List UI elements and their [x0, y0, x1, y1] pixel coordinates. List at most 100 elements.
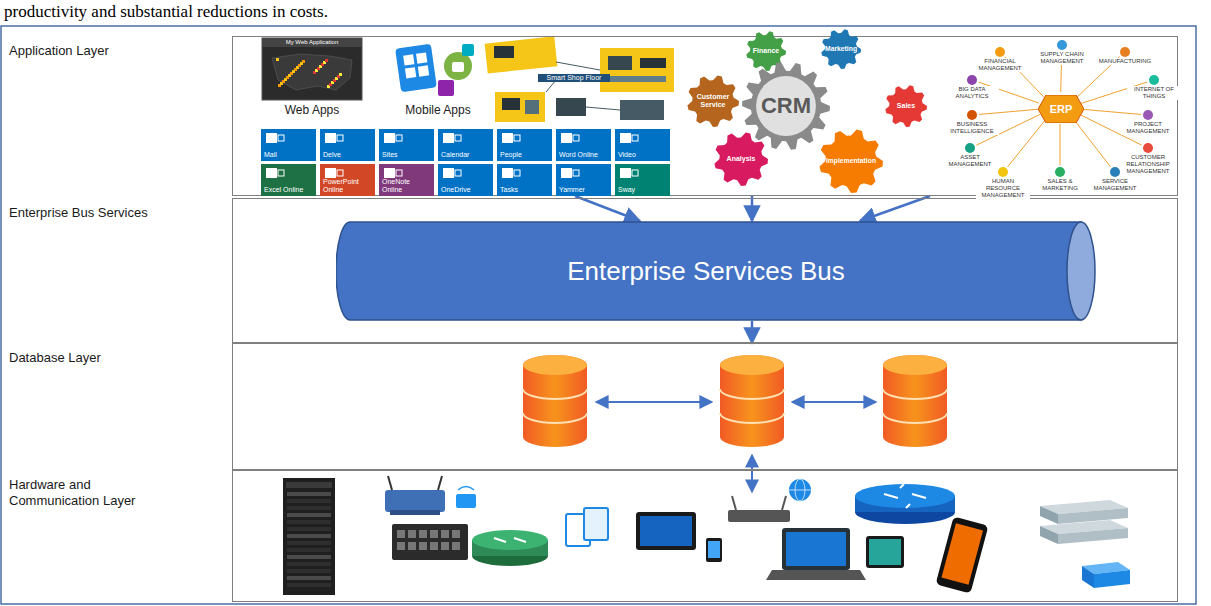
tile-icon: [619, 167, 639, 181]
flow-arrow: [751, 321, 754, 343]
flow-arrow: [751, 196, 754, 221]
erp-module-label: PROJECT MANAGEMENT: [1121, 121, 1175, 135]
tile-icon: [265, 167, 285, 181]
module-gear: Analysis: [714, 132, 768, 186]
tile-icon: [442, 167, 462, 181]
outer-frame: [1, 26, 1196, 604]
erp-module-label: CUSTOMER RELATIONSHIP MANAGEMENT: [1121, 154, 1175, 175]
wifi-card: [456, 487, 476, 509]
erp-module-label: ASSET MANAGEMENT: [943, 154, 997, 168]
layer-heading: Database Layer: [9, 350, 159, 366]
gear-label: Marketing: [825, 45, 857, 53]
tile-label: Sites: [382, 151, 432, 159]
tile-icon: [324, 132, 344, 146]
illustration-caption: My Web Application: [264, 39, 360, 46]
tile-icon: [619, 132, 639, 146]
tablet-and-phone: [866, 517, 988, 594]
module-gear: Sales: [885, 85, 927, 127]
gear-label: Analysis: [719, 155, 762, 163]
flow-arrow: [575, 196, 640, 221]
illustration-caption: Web Apps: [262, 103, 362, 117]
cut-off-text: productivity and substantial reductions …: [4, 2, 524, 22]
gear-label: Implementation: [825, 157, 876, 165]
erp-module-label: HUMAN RESOURCE MANAGEMENT: [976, 178, 1030, 199]
green-router: [472, 530, 548, 566]
office-app-tile: Tasks: [497, 164, 552, 196]
erp-module-label: MANUFACTURING: [1099, 58, 1151, 65]
office-app-tile: Sites: [379, 129, 434, 161]
smart-shop-floor-illustration: [485, 36, 674, 122]
office-app-tile: Video: [615, 129, 670, 161]
module-gear: Marketing: [821, 29, 861, 69]
gear-label: Sales: [889, 102, 923, 110]
illustration-caption: Mobile Apps: [388, 103, 488, 117]
layer-heading: Hardware and Communication Layer: [9, 477, 159, 509]
office-app-tile: Delve: [320, 129, 375, 161]
tile-icon: [501, 167, 521, 181]
laptop: [766, 528, 866, 580]
tile-icon: [560, 167, 580, 181]
gear-label: Finance: [750, 47, 782, 55]
switch-stack: [1040, 500, 1130, 588]
tile-icon: [442, 132, 462, 146]
crm-label: CRM: [757, 94, 814, 118]
erp-hub: ERP: [1038, 95, 1084, 123]
office-app-tile: Calendar: [438, 129, 493, 161]
erp-module-label: SERVICE MANAGEMENT: [1088, 178, 1142, 192]
office-app-tile: Sway: [615, 164, 670, 196]
layer-band: Hardware and Communication Layer: [232, 470, 1178, 602]
tile-icon: [265, 132, 285, 146]
erp-module-label: SALES & MARKETING: [1033, 178, 1087, 192]
erp-module-label: FINANCIAL MANAGEMENT: [973, 58, 1027, 72]
office-app-tile: People: [497, 129, 552, 161]
tile-label: People: [500, 151, 550, 159]
server-rack: [283, 478, 335, 595]
layer-heading: Application Layer: [9, 43, 159, 59]
erp-module-label: SUPPLY CHAIN MANAGEMENT: [1035, 51, 1089, 65]
mobile-apps-icon: [395, 44, 474, 96]
office-app-tile: Word Online: [556, 129, 611, 161]
globe-icon: [789, 479, 811, 501]
office-app-tile: OneNote Online: [379, 164, 434, 196]
tile-label: Sway: [618, 186, 668, 194]
tile-label: Excel Online: [264, 186, 314, 194]
tile-label: Video: [618, 151, 668, 159]
office-app-tile: OneDrive: [438, 164, 493, 196]
crm-gear: CRM: [742, 62, 830, 150]
erp-label: ERP: [1038, 103, 1084, 116]
erp-module-label: INTERNET OF THINGS: [1127, 86, 1181, 100]
tile-label: Tasks: [500, 186, 550, 194]
tile-icon: [501, 132, 521, 146]
office-app-tile: Yammer: [556, 164, 611, 196]
layer-band: Enterprise Bus ServicesEnterprise Servic…: [232, 198, 1178, 343]
tile-label: PowerPoint Online: [323, 178, 373, 194]
database-cylinders: [523, 355, 947, 447]
erp-module-label: BIG DATA ANALYTICS: [945, 86, 999, 100]
erp-module-label: BUSINESS INTELLIGENCE: [945, 121, 999, 135]
database-links: [596, 402, 876, 492]
tablet-devices: [566, 508, 722, 562]
tile-label: Delve: [323, 151, 373, 159]
office-app-tile: PowerPoint Online: [320, 164, 375, 196]
web-app-screenshot: [262, 38, 362, 100]
module-gear: Customer Service: [687, 75, 739, 127]
tile-label: Calendar: [441, 151, 491, 159]
tile-icon: [560, 132, 580, 146]
gear-label: Customer Service: [692, 93, 734, 109]
flow-arrow: [860, 196, 930, 221]
tile-label: OneNote Online: [382, 178, 432, 194]
small-router: [728, 496, 790, 522]
office-app-tile: Mail: [261, 129, 316, 161]
tile-label: Word Online: [559, 151, 609, 159]
layer-band: Database Layer: [232, 343, 1178, 470]
bus-label: Enterprise Services Bus: [356, 256, 1056, 286]
tile-icon: [383, 132, 403, 146]
layer-heading: Enterprise Bus Services: [9, 205, 159, 221]
tile-label: Mail: [264, 151, 314, 159]
service-bus-cylinder: Enterprise Services Bus: [336, 221, 1096, 321]
office-app-tile: Excel Online: [261, 164, 316, 196]
illustration-caption: Smart Shop Floor: [538, 74, 610, 82]
network-switch: [392, 524, 468, 560]
tile-label: Yammer: [559, 186, 609, 194]
